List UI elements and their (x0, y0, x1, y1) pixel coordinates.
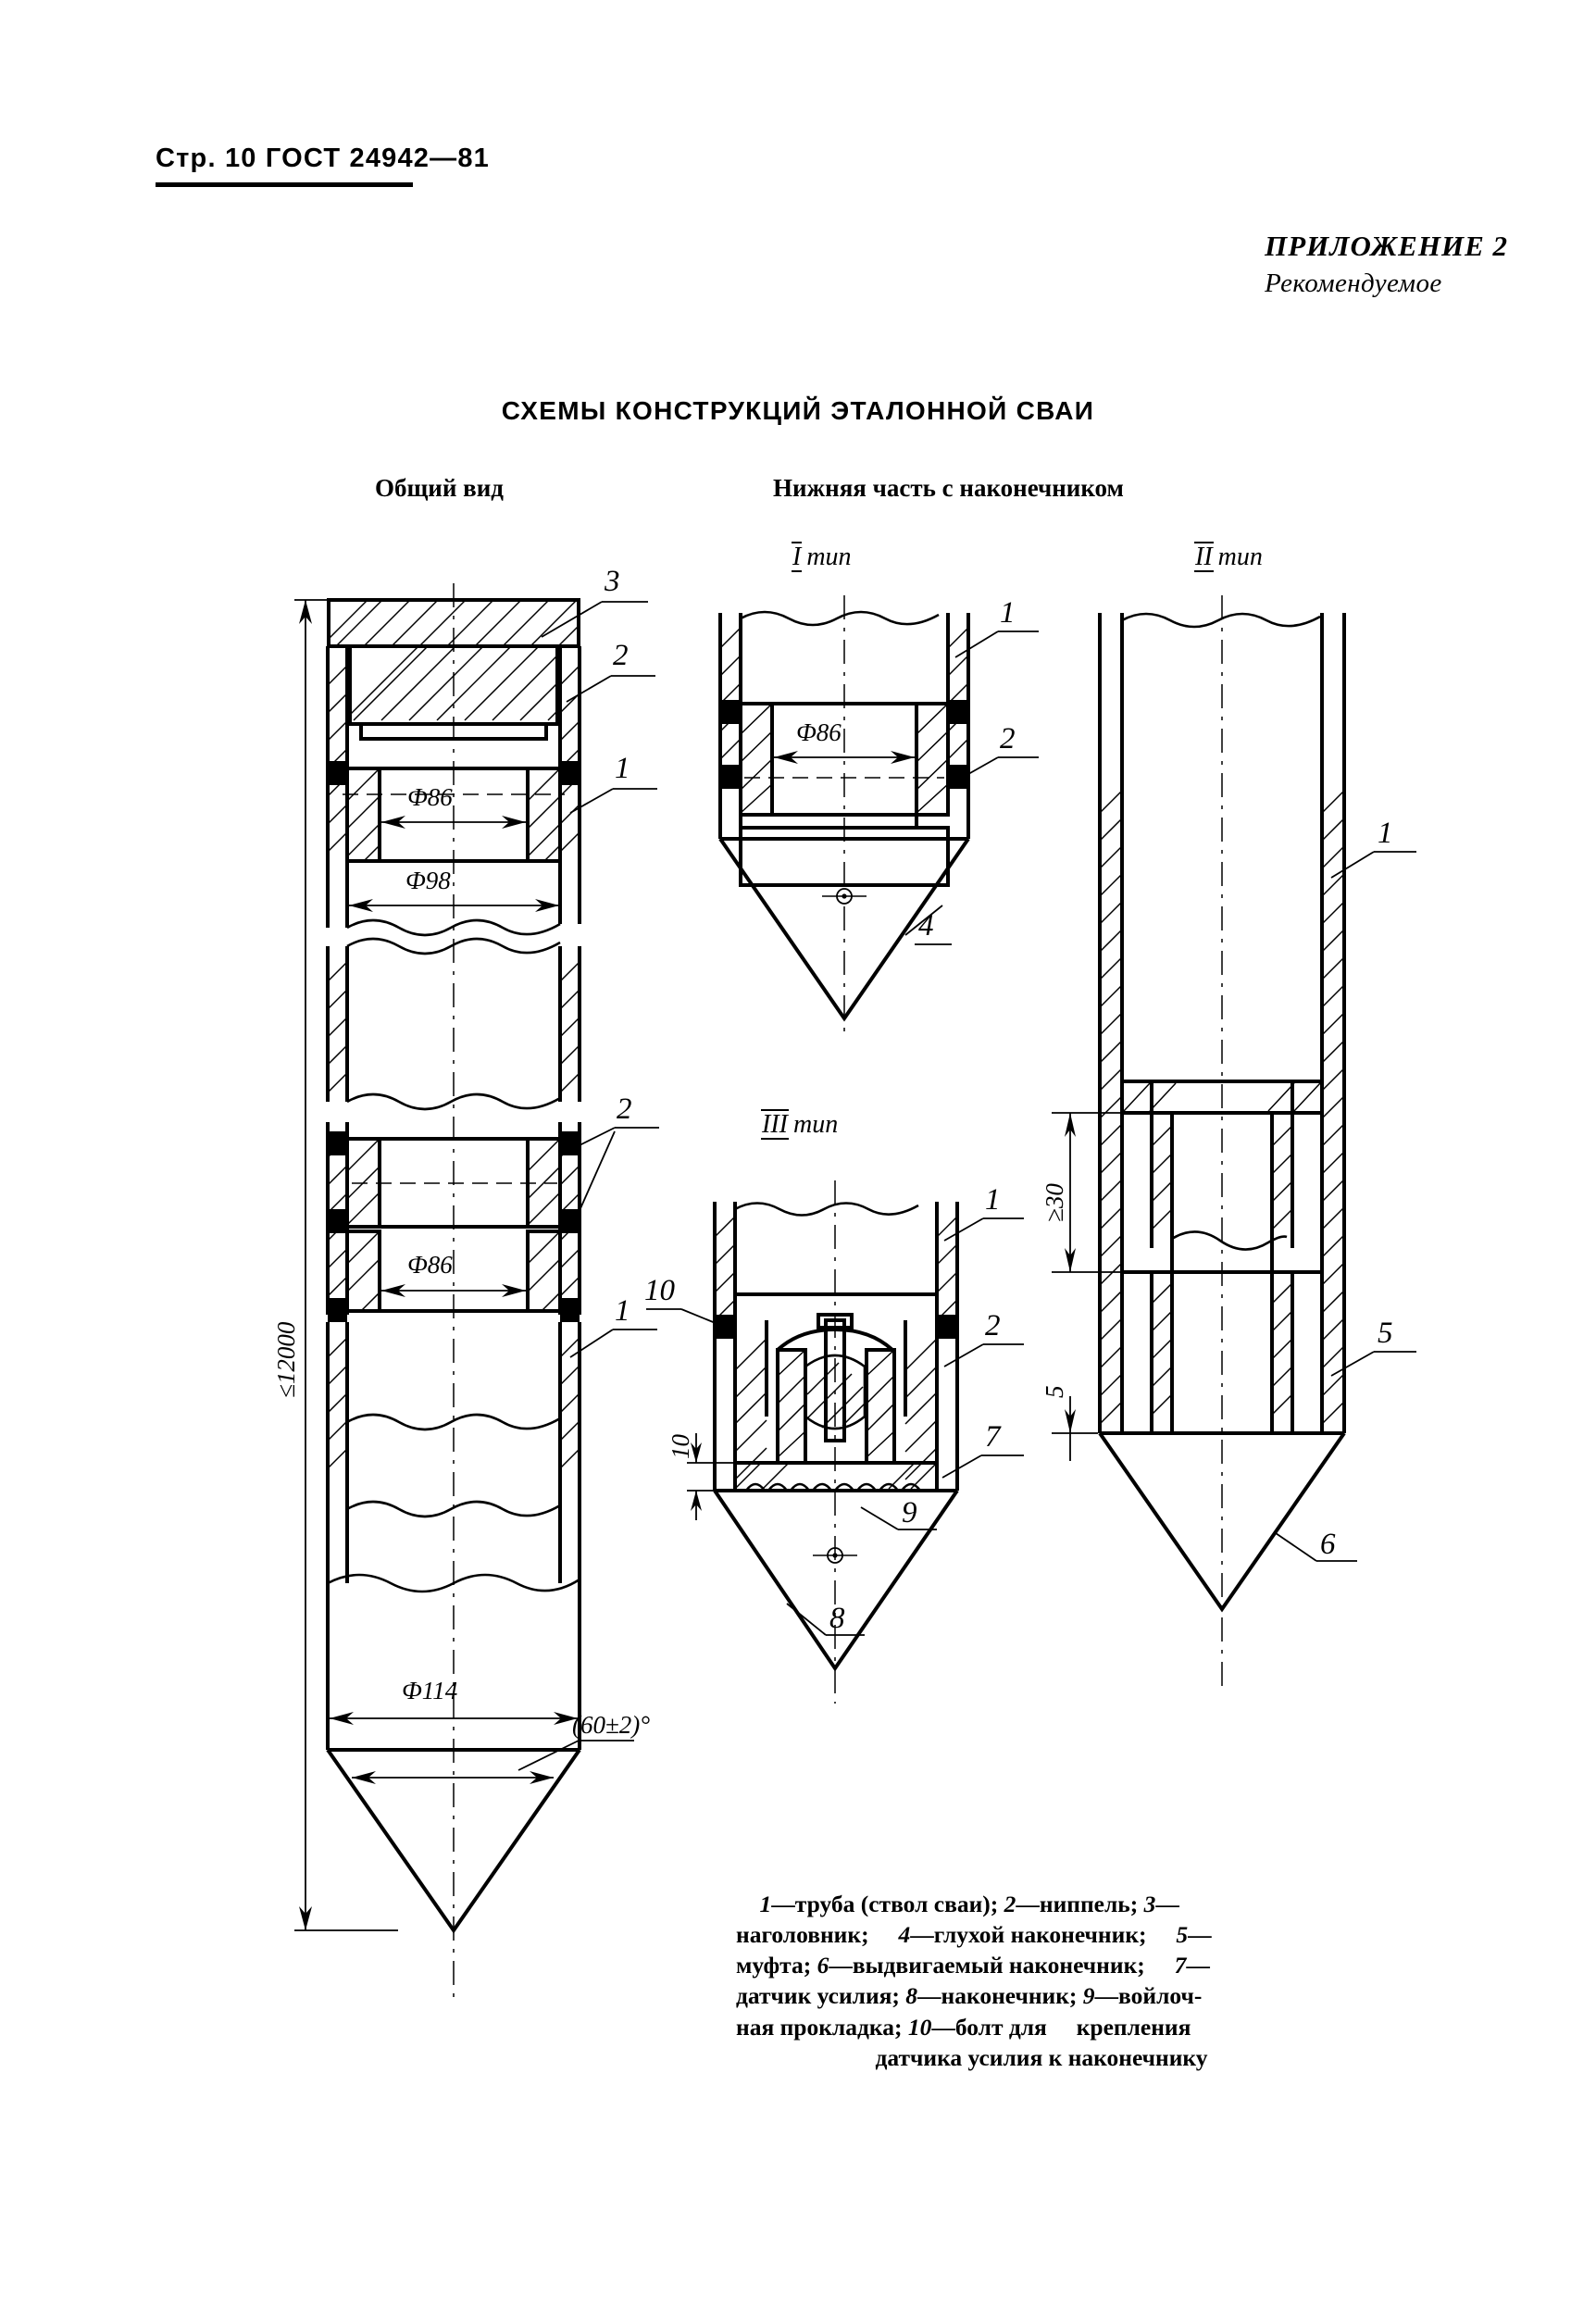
legend-num-10: 10 (907, 2013, 932, 2041)
callout-type3-7: 7 (985, 1420, 1002, 1454)
legend-num-1: 1 (759, 1891, 772, 1917)
legend-num-7: 7 (1174, 1952, 1187, 1979)
type-word-1: тип (806, 543, 852, 571)
roman-numeral-1: I (792, 542, 803, 573)
appendix-title: ПРИЛОЖЕНИЕ 2 (1265, 230, 1508, 262)
callout-3: 3 (604, 565, 620, 598)
roman-numeral-3: III (761, 1109, 789, 1141)
legend-txt-2: —ниппель; (1016, 1891, 1144, 1917)
legend-line-2: наголовник; 4—глухой наконечник; 5— (736, 1919, 1347, 1950)
figure-legend: 1—труба (ствол сваи); 2—ниппель; 3— наго… (736, 1889, 1347, 2073)
heading-general-view: Общий вид (375, 474, 504, 502)
legend-line-6: датчика усилия к наконечнику (875, 2043, 1208, 2071)
dim-outer-114: Ф114 (402, 1677, 457, 1704)
legend-num-2: 2 (1004, 1891, 1016, 1917)
legend-txt-8: —выдвигаемый наконечник; (829, 1952, 1175, 1979)
legend-txt-14: —болт для крепления (931, 2013, 1191, 2041)
legend-txt-5: —глухой наконечник; (910, 1921, 1177, 1949)
callout-type2-5: 5 (1378, 1317, 1393, 1350)
legend-txt-12: —войлоч- (1094, 1982, 1203, 2010)
legend-txt-11: —наконечник; (917, 1982, 1083, 2010)
figure-type-2: ≥30 5 1 5 6 (1041, 595, 1416, 1692)
header-rule (156, 182, 413, 187)
legend-num-9: 9 (1082, 1982, 1095, 2010)
page-title: СХЕМЫ КОНСТРУКЦИЙ ЭТАЛОННОЙ СВАИ (501, 396, 1095, 425)
callout-type1-2: 2 (1000, 722, 1016, 755)
roman-numeral-2: II (1194, 542, 1214, 573)
dim-bore-86-type1: Ф86 (796, 718, 842, 746)
legend-line-5: ная прокладка; 10—болт для крепления (736, 2012, 1347, 2042)
callout-type3-9: 9 (902, 1496, 917, 1529)
dim-cone-angle: (60±2)° (572, 1711, 650, 1739)
callout-type3-8: 8 (829, 1602, 845, 1635)
callout-2-top: 2 (613, 639, 629, 672)
appendix-subtitle: Рекомендуемое (1265, 268, 1442, 298)
callout-type3-10: 10 (644, 1274, 676, 1307)
dim-bore-86-top: Ф86 (407, 783, 453, 811)
legend-num-6: 6 (817, 1952, 829, 1979)
figure-type-1: Ф86 1 2 4 (718, 595, 1039, 1035)
legend-txt-10: датчик усилия; (736, 1982, 906, 2010)
legend-num-5: 5 (1176, 1921, 1189, 1949)
type-word-2: тип (1217, 543, 1263, 571)
dim-total-length: ≤12000 (272, 1321, 300, 1398)
callout-type2-1: 1 (1378, 817, 1393, 850)
figure-general-view: ≤12000 (272, 565, 659, 2000)
legend-line-3: муфта; 6—выдвигаемый наконечник; 7— (736, 1950, 1347, 1980)
callout-1-top: 1 (615, 752, 630, 785)
legend-txt-13: ная прокладка; (736, 2013, 908, 2041)
legend-txt-4: наголовник; (736, 1921, 899, 1949)
callout-type1-1: 1 (1000, 596, 1016, 630)
appendix-block: ПРИЛОЖЕНИЕ 2 Рекомендуемое (1265, 230, 1508, 299)
legend-num-3: 3 (1143, 1891, 1156, 1917)
legend-txt-3: — (1155, 1891, 1179, 1917)
dim-outer-98: Ф98 (405, 867, 451, 894)
callout-type2-6: 6 (1320, 1528, 1336, 1561)
legend-line-1: 1—труба (ствол сваи); 2—ниппель; 3— (736, 1889, 1347, 1919)
page-header: Стр. 10 ГОСТ 24942—81 (156, 144, 490, 187)
dim-small-5: 5 (1041, 1386, 1068, 1399)
dim-bolt-10: 10 (667, 1434, 694, 1460)
legend-num-4: 4 (898, 1921, 911, 1949)
callout-2-mid: 2 (617, 1092, 632, 1126)
type-word-3: тип (792, 1110, 839, 1139)
legend-line-4: датчик усилия; 8—наконечник; 9—войлоч- (736, 1980, 1347, 2011)
legend-txt-7: муфта; (736, 1952, 817, 1979)
legend-txt-1: —труба (ствол сваи); (771, 1891, 1004, 1917)
callout-type1-4: 4 (918, 909, 934, 943)
callout-1-low: 1 (615, 1294, 630, 1328)
page-header-text: Стр. 10 ГОСТ 24942—81 (156, 144, 490, 173)
dim-bore-86-mid: Ф86 (407, 1251, 453, 1279)
legend-num-8: 8 (905, 1982, 918, 2010)
dim-gap-30: ≥30 (1041, 1183, 1068, 1222)
callout-type3-2: 2 (985, 1309, 1001, 1342)
callout-type3-1: 1 (985, 1183, 1001, 1217)
legend-txt-6: — (1188, 1921, 1212, 1949)
legend-txt-9: — (1186, 1952, 1210, 1979)
heading-lower-part: Нижняя часть с наконечником (773, 474, 1124, 502)
figure-type-3: 10 10 1 2 7 9 8 (644, 1180, 1024, 1704)
